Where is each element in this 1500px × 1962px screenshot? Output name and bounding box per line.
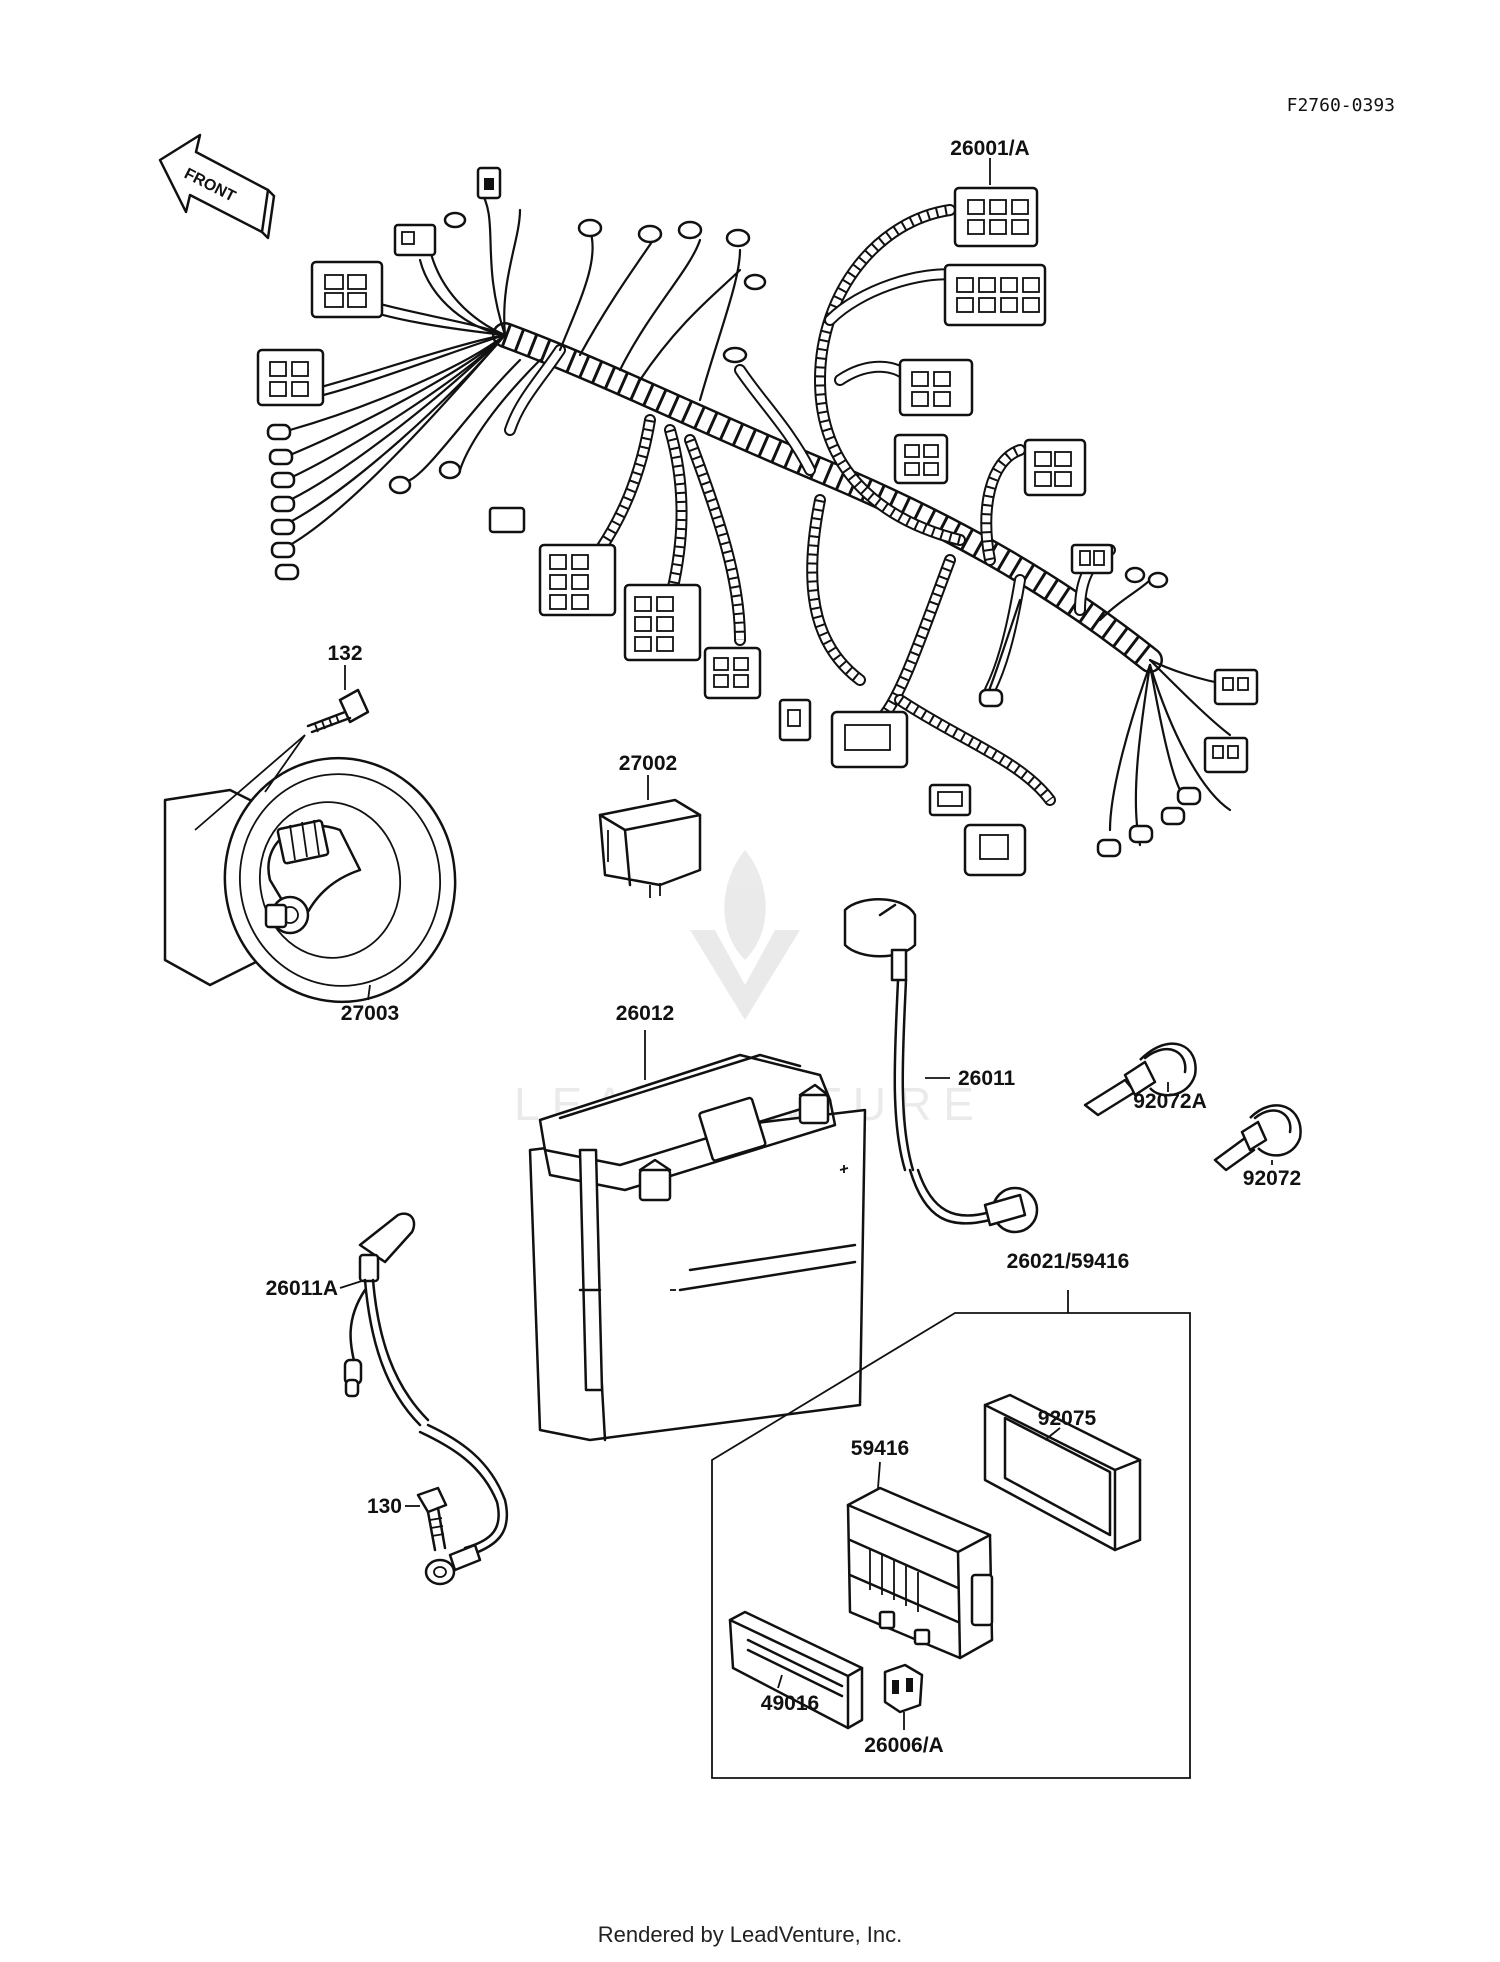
horn-illustration	[163, 688, 457, 1004]
battery-illustration	[528, 1053, 867, 1442]
fuse-box-cover-92075	[983, 1393, 1142, 1552]
label-26001a: 26001/A	[950, 137, 1029, 160]
diagram-code: F2760-0393	[1287, 95, 1395, 116]
label-92075: 92075	[1038, 1407, 1097, 1430]
label-92072a: 92072A	[1133, 1090, 1207, 1113]
fuse-26006a	[883, 1663, 924, 1714]
label-26011a: 26011A	[266, 1277, 338, 1300]
label-27002: 27002	[619, 752, 677, 775]
label-132: 132	[327, 642, 362, 665]
bracket-49016	[728, 1610, 864, 1730]
label-26006a: 26006/A	[864, 1734, 943, 1757]
relay-illustration	[598, 798, 702, 898]
label-26011: 26011	[958, 1067, 1016, 1090]
fuse-box-group-frame	[711, 1290, 1191, 1779]
label-92072: 92072	[1243, 1167, 1301, 1190]
cable-tie-92072	[1213, 1104, 1302, 1172]
cable-tie-92072a	[1083, 1042, 1197, 1117]
main-harness-illustration	[256, 166, 1259, 877]
fuse-box-59416	[846, 1486, 994, 1660]
label-49016: 49016	[761, 1692, 819, 1715]
label-26012: 26012	[616, 1002, 674, 1025]
label-130: 130	[367, 1495, 402, 1518]
footer-credit: Rendered by LeadVenture, Inc.	[598, 1922, 903, 1947]
front-arrow-icon: FRONT	[158, 133, 276, 240]
label-27003: 27003	[341, 1002, 399, 1025]
bolt-130	[416, 1486, 448, 1552]
ground-cable-26011a	[343, 1212, 509, 1586]
label-26021-59416: 26021/59416	[1007, 1250, 1130, 1273]
battery-cable-26011	[843, 898, 1039, 1234]
label-59416: 59416	[851, 1437, 909, 1460]
